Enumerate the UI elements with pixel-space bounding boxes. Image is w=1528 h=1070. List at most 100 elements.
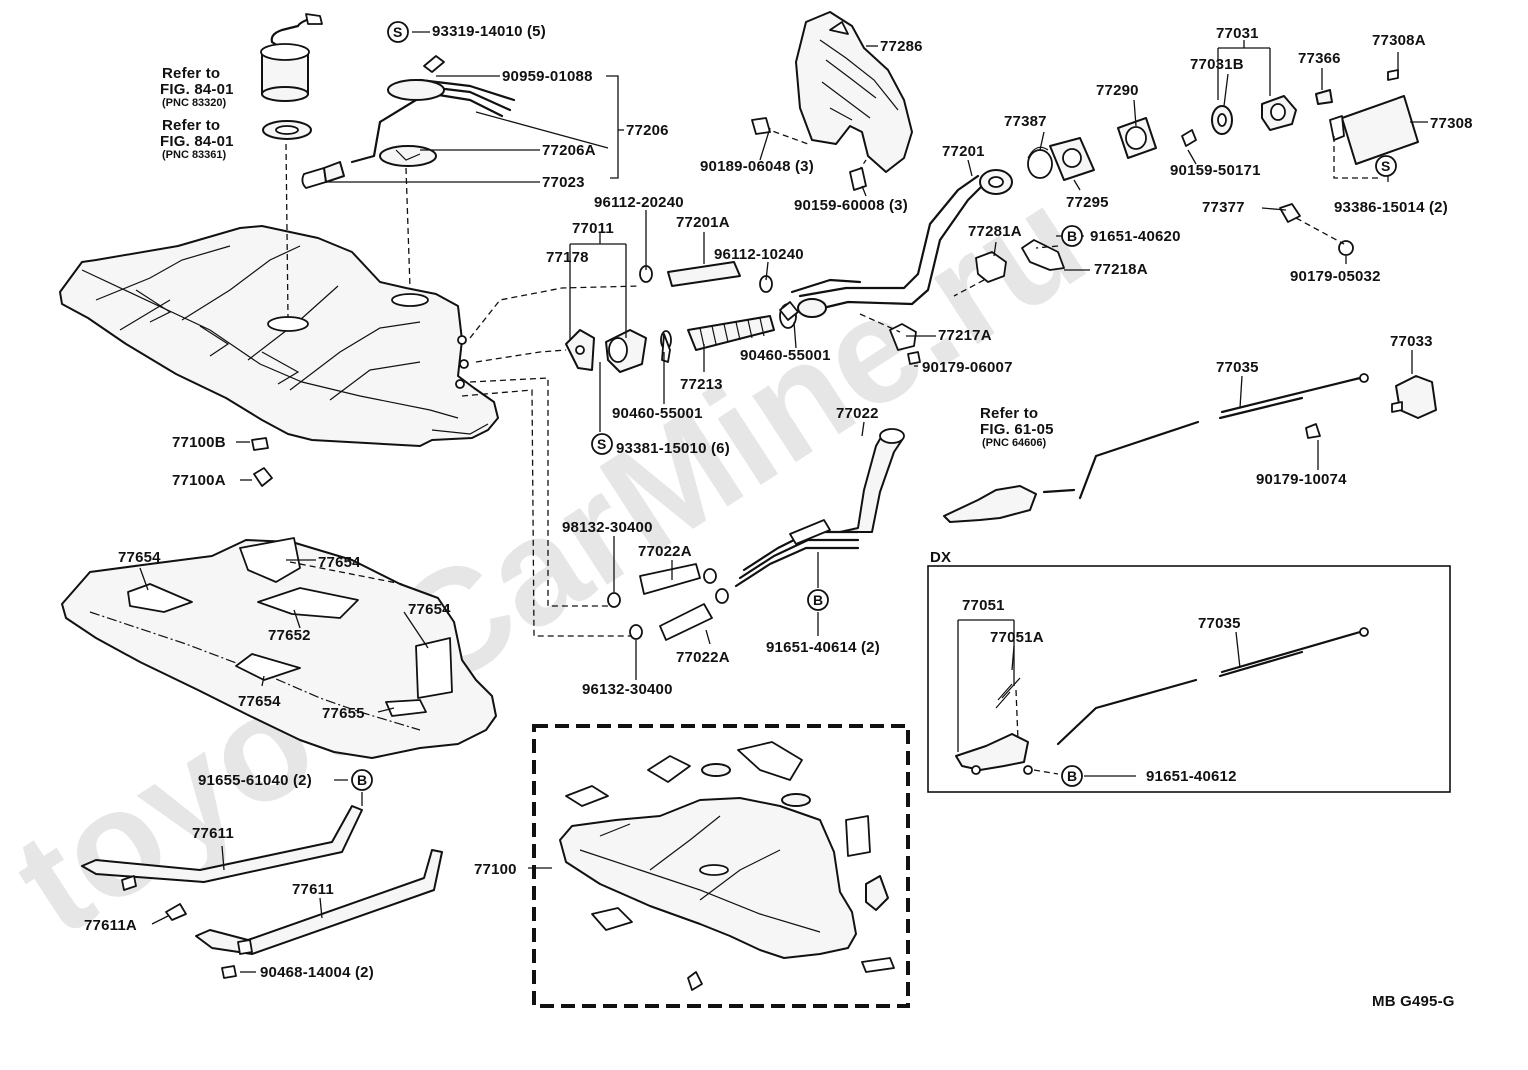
label-77611b: 77611 [292,881,334,898]
label-77654c: 77654 [408,601,451,618]
label-91655: 91655-61040 (2) [198,772,312,789]
label-77100: 77100 [474,861,517,878]
label-77654d: 77654 [238,693,281,710]
label-77201a: 77201A [676,214,730,231]
symbol-b-4: B [351,769,373,791]
label-ref8401a-2: FIG. 84-01 [160,81,234,98]
label-77033: 77033 [1390,333,1433,350]
label-93319: 93319-14010 (5) [432,23,546,40]
label-77201: 77201 [942,143,985,160]
label-77022a1: 77022A [638,543,692,560]
label-77654b: 77654 [318,554,361,571]
label-93381: 93381-15010 (6) [616,440,730,457]
tank-kit-assembly [559,741,895,991]
label-ref8401b-1: Refer to [162,117,220,134]
label-77308: 77308 [1430,115,1473,132]
label-77031: 77031 [1216,25,1259,42]
label-77286: 77286 [880,38,923,55]
label-77213: 77213 [680,376,723,393]
label-77031b: 77031B [1190,56,1244,73]
label-77611a: 77611 [192,825,234,842]
label-90959: 90959-01088 [502,68,593,85]
tank-protectors [61,537,497,759]
fuel-sender-gauge [260,13,323,140]
label-90159b: 90159-50171 [1170,162,1261,179]
label-90189: 90189-06048 (3) [700,158,814,175]
label-77295: 77295 [1066,194,1109,211]
label-90179a: 90179-05032 [1290,268,1381,285]
leader-lines [139,31,1428,973]
svg-text:B: B [1067,228,1077,244]
label-77281a: 77281A [968,223,1022,240]
label-77011: 77011 [572,220,614,237]
label-77611aa: 77611A [84,917,137,934]
label-77035b: 77035 [1198,615,1241,632]
label-ref6105-3: (PNC 64606) [982,437,1047,449]
label-90460b: 90460-55001 [612,405,703,422]
label-77178: 77178 [546,249,589,266]
label-90179c: 90179-10074 [1256,471,1347,488]
symbol-b-1: B [1061,225,1083,247]
label-77100a: 77100A [172,472,226,489]
label-ref8401a-1: Refer to [162,65,220,82]
label-77051: 77051 [962,597,1005,614]
label-96112a: 96112-20240 [594,194,684,211]
dx-detail-box [927,565,1451,793]
label-96112b: 96112-10240 [714,246,804,263]
label-ref8401a-3: (PNC 83320) [162,97,227,109]
label-77655: 77655 [322,705,365,722]
label-77377: 77377 [1202,199,1245,216]
label-77022: 77022 [836,405,879,422]
label-ref8401b-2: FIG. 84-01 [160,133,234,150]
label-91651c: 91651-40612 [1146,768,1237,785]
label-77206a: 77206A [542,142,596,159]
label-91651b: 91651-40614 (2) [766,639,880,656]
label-77218a: 77218A [1094,261,1148,278]
label-dx: DX [930,549,951,566]
svg-text:B: B [1067,768,1077,784]
tank-bands [81,805,443,979]
dx-opener-lever [955,627,1369,775]
drawing-code: MB G495-G [1372,993,1455,1010]
svg-text:B: B [813,592,823,608]
fuel-lid-opener-cable [943,373,1437,523]
label-77290: 77290 [1096,82,1139,99]
svg-text:S: S [393,24,402,40]
label-91651a: 91651-40620 [1090,228,1181,245]
label-ref6105-2: FIG. 61-05 [980,421,1054,438]
symbol-b-2: B [807,589,829,611]
label-77051a: 77051A [990,629,1044,646]
symbol-s-1: S [387,21,409,43]
label-90159a: 90159-60008 (3) [794,197,908,214]
label-77308a: 77308A [1372,32,1426,49]
svg-text:B: B [357,772,367,788]
label-90460a: 90460-55001 [740,347,831,364]
symbol-s-3: S [591,433,613,455]
fuel-pump-bracket [301,55,516,189]
label-90179b: 90179-06007 [922,359,1013,376]
label-77206: 77206 [626,122,669,139]
label-ref8401b-3: (PNC 83361) [162,149,227,161]
label-77366: 77366 [1298,50,1341,67]
filler-cap-lid [1027,69,1419,256]
label-77023: 77023 [542,174,585,191]
fuel-tank-main [59,225,499,447]
symbol-s-2: S [1375,155,1397,177]
fuel-filler-neck [607,428,905,641]
label-77022a2: 77022A [676,649,730,666]
label-77654a: 77654 [118,549,161,566]
label-ref6105-1: Refer to [980,405,1038,422]
pipe-clamps [889,239,1065,365]
label-77100b: 77100B [172,434,226,451]
svg-text:S: S [597,436,606,452]
label-77387: 77387 [1004,113,1047,130]
filler-protector [795,11,913,173]
label-77035a: 77035 [1216,359,1259,376]
label-77652: 77652 [268,627,311,644]
symbol-b-3: B [1061,765,1083,787]
svg-text:S: S [1381,158,1390,174]
label-98132: 98132-30400 [562,519,653,536]
part-labels: 93319-14010 (5) 90959-01088 77206 77206A… [84,23,1473,1010]
tank-kit-box [532,724,910,1008]
